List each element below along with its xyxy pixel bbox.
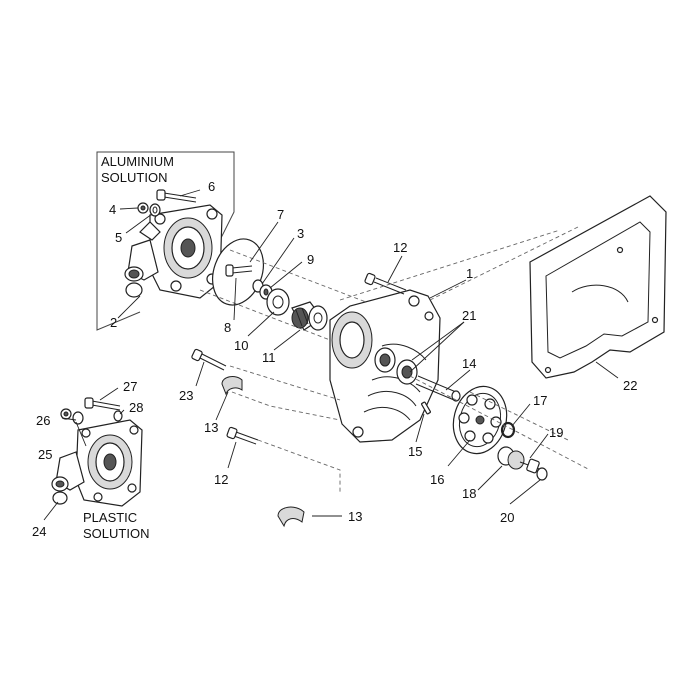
callout-25: 25 — [38, 447, 52, 462]
callout-11: 11 — [262, 350, 276, 365]
screw-12-top — [364, 272, 407, 295]
callout-3: 3 — [297, 226, 304, 241]
callout-27: 27 — [123, 379, 137, 394]
callout-23: 23 — [179, 388, 193, 403]
clip-13-upper — [221, 376, 243, 396]
o-ring-17 — [500, 421, 516, 439]
callout-18: 18 — [462, 486, 476, 501]
washer-5 — [149, 203, 161, 217]
washer-28 — [113, 410, 123, 422]
screw-27 — [84, 397, 121, 411]
plastic-caption-line1: PLASTIC — [83, 510, 137, 525]
callout-21: 21 — [462, 308, 476, 323]
screw-6 — [156, 189, 197, 203]
aluminium-solution-frame — [96, 151, 235, 331]
impeller-16 — [452, 385, 508, 455]
callout-7: 7 — [277, 207, 284, 222]
aluminium-caption-line1: ALUMINIUM — [101, 154, 174, 169]
callout-17: 17 — [533, 393, 547, 408]
screw-23 — [191, 348, 227, 371]
clip-13-lower — [277, 506, 305, 528]
callout-14: 14 — [462, 356, 476, 371]
callout-6: 6 — [208, 179, 215, 194]
callout-13-upper: 13 — [204, 420, 218, 435]
bushing-18 — [497, 446, 525, 470]
callout-22: 22 — [623, 378, 637, 393]
plastic-caption-line2: SOLUTION — [83, 526, 149, 541]
aluminium-solution-group: ALUMINIUM SOLUTION — [96, 151, 235, 331]
ring-10 — [266, 288, 290, 316]
leader-lines — [43, 189, 619, 521]
callout-1: 1 — [466, 266, 473, 281]
screw-19 — [519, 458, 543, 474]
callout-16: 16 — [430, 472, 444, 487]
callout-10: 10 — [234, 338, 248, 353]
pump-housing-1 — [329, 289, 441, 443]
callout-19: 19 — [549, 425, 563, 440]
callout-4: 4 — [109, 202, 116, 217]
callout-13-lower: 13 — [348, 509, 362, 524]
callout-26: 26 — [36, 413, 50, 428]
callout-15: 15 — [408, 444, 422, 459]
callout-12-top: 12 — [393, 240, 407, 255]
callout-24: 24 — [32, 524, 46, 539]
callout-12-bottom: 12 — [214, 472, 228, 487]
callout-8: 8 — [224, 320, 231, 335]
callout-5: 5 — [115, 230, 122, 245]
mechanical-seal-11 — [291, 301, 328, 331]
aluminium-caption-line2: SOLUTION — [101, 170, 167, 185]
callout-28: 28 — [129, 400, 143, 415]
assembly-axes — [199, 225, 591, 492]
pin-15 — [421, 401, 431, 415]
callout-labels: 6 4 5 2 7 3 9 8 10 11 12 1 21 22 14 15 1… — [32, 179, 637, 539]
gasket-22 — [529, 195, 667, 379]
callout-9: 9 — [307, 252, 314, 267]
screw-8 — [225, 264, 253, 277]
callout-20: 20 — [500, 510, 514, 525]
callout-2: 2 — [110, 315, 117, 330]
pump-cover-plastic — [51, 419, 143, 507]
screw-12-bottom — [226, 426, 259, 445]
washer-25 — [72, 411, 84, 425]
washer-20 — [536, 467, 548, 481]
pump-cover-aluminium — [124, 204, 223, 299]
